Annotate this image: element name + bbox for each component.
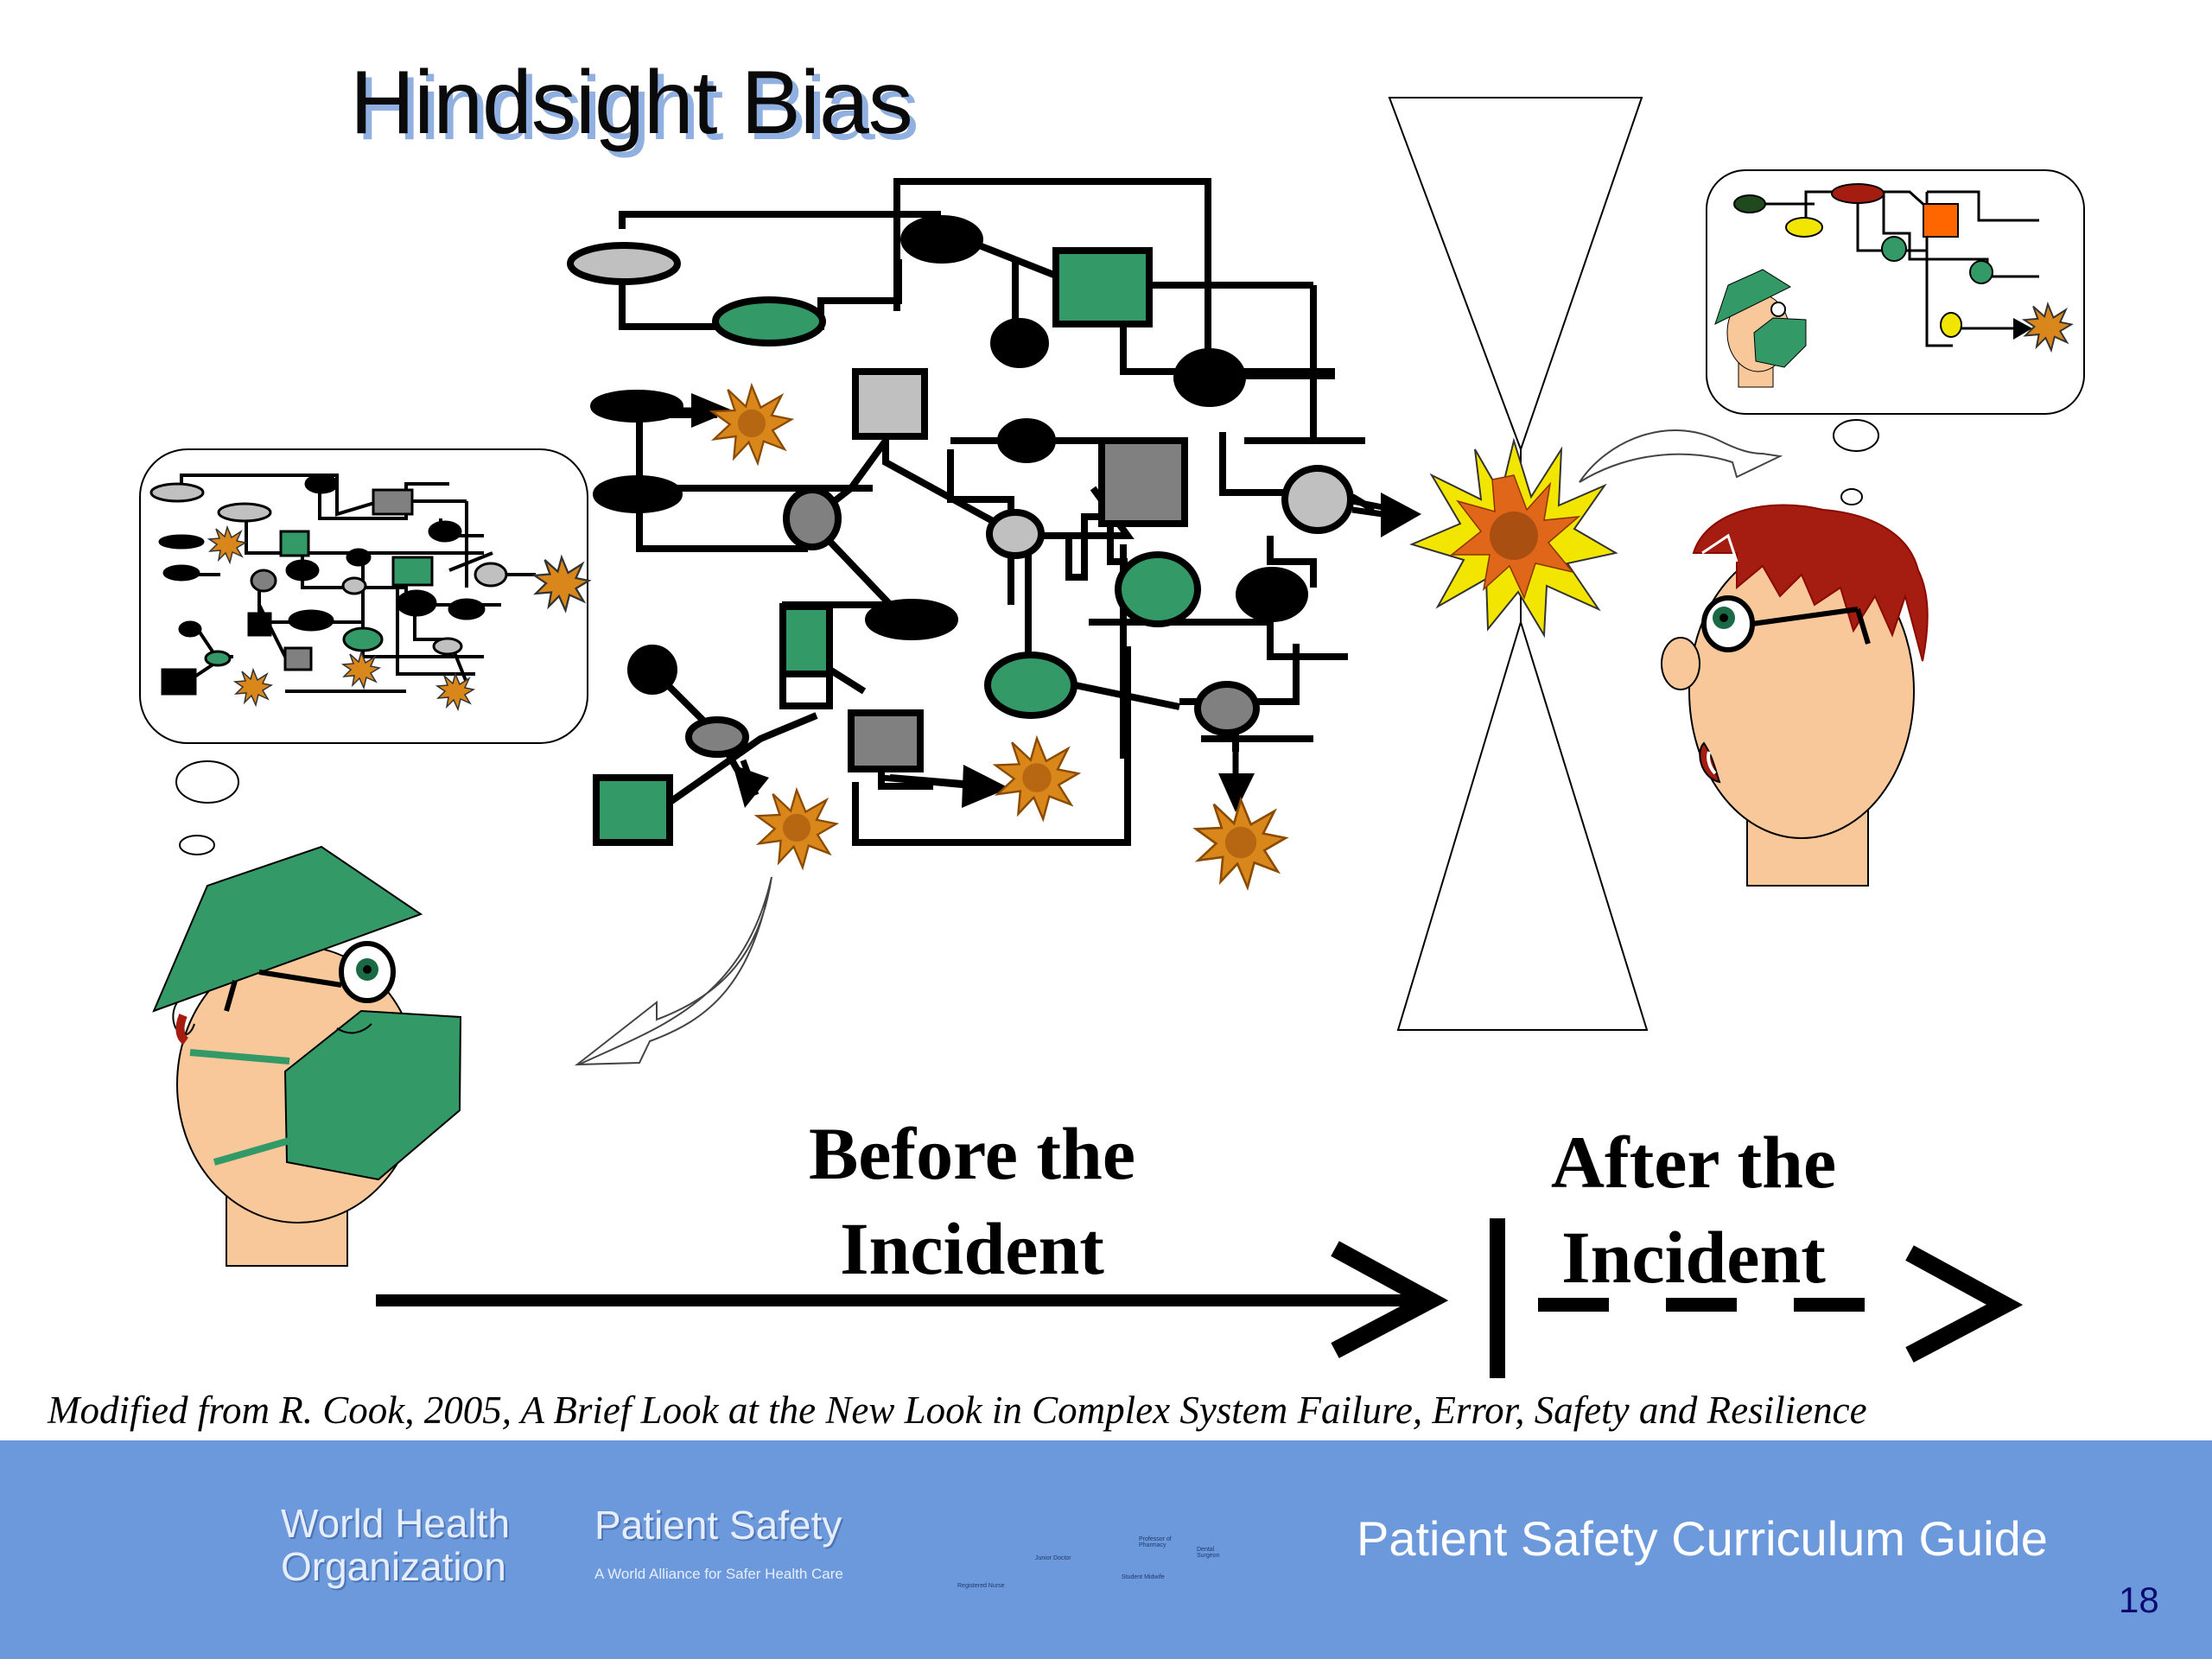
after-incident-line1: After the bbox=[1550, 1121, 1837, 1204]
footer-bar bbox=[0, 1440, 2212, 1659]
surgeon-icon bbox=[152, 845, 462, 1267]
figure-label-pharmacy: Professor of Pharmacy bbox=[1139, 1536, 1172, 1548]
source-citation: Modified from R. Cook, 2005, A Brief Loo… bbox=[48, 1389, 1867, 1432]
curved-arrow-icon bbox=[574, 876, 772, 1066]
patient-safety-title: Patient Safety bbox=[594, 1503, 842, 1548]
after-incident-label: After the Incident bbox=[1478, 1115, 1910, 1305]
curriculum-guide-title: Patient Safety Curriculum Guide bbox=[1357, 1511, 2048, 1566]
figure-label-dental-surgeon: Dental Surgeon bbox=[1197, 1547, 1220, 1559]
who-name-line1: World Health bbox=[281, 1501, 511, 1546]
network-nodes bbox=[567, 215, 1354, 846]
timeline-arrow-icon bbox=[376, 1218, 2024, 1378]
page-number: 18 bbox=[2119, 1580, 2159, 1620]
who-organization-name: World Health Organization bbox=[281, 1502, 510, 1588]
before-incident-label: Before the Incident bbox=[752, 1106, 1192, 1296]
explosion-icon bbox=[1409, 437, 1618, 639]
figure-label-junior-doctor: Junior Doctor bbox=[1035, 1555, 1071, 1561]
before-incident-line1: Before the bbox=[808, 1112, 1136, 1195]
mini-nodes-left bbox=[149, 474, 508, 696]
after-incident-line2: Incident bbox=[1561, 1216, 1826, 1299]
figure-label-nurse: Registered Nurse bbox=[957, 1583, 1005, 1589]
slide-title: Hindsight Bias bbox=[350, 53, 913, 153]
patient-safety-subtitle: A World Alliance for Safer Health Care bbox=[594, 1566, 843, 1582]
figure-label-student-midwife: Student Midwife bbox=[1122, 1574, 1165, 1580]
before-incident-line2: Incident bbox=[840, 1207, 1104, 1290]
who-name-line2: Organization bbox=[281, 1544, 506, 1589]
observer-icon bbox=[1661, 504, 1929, 887]
